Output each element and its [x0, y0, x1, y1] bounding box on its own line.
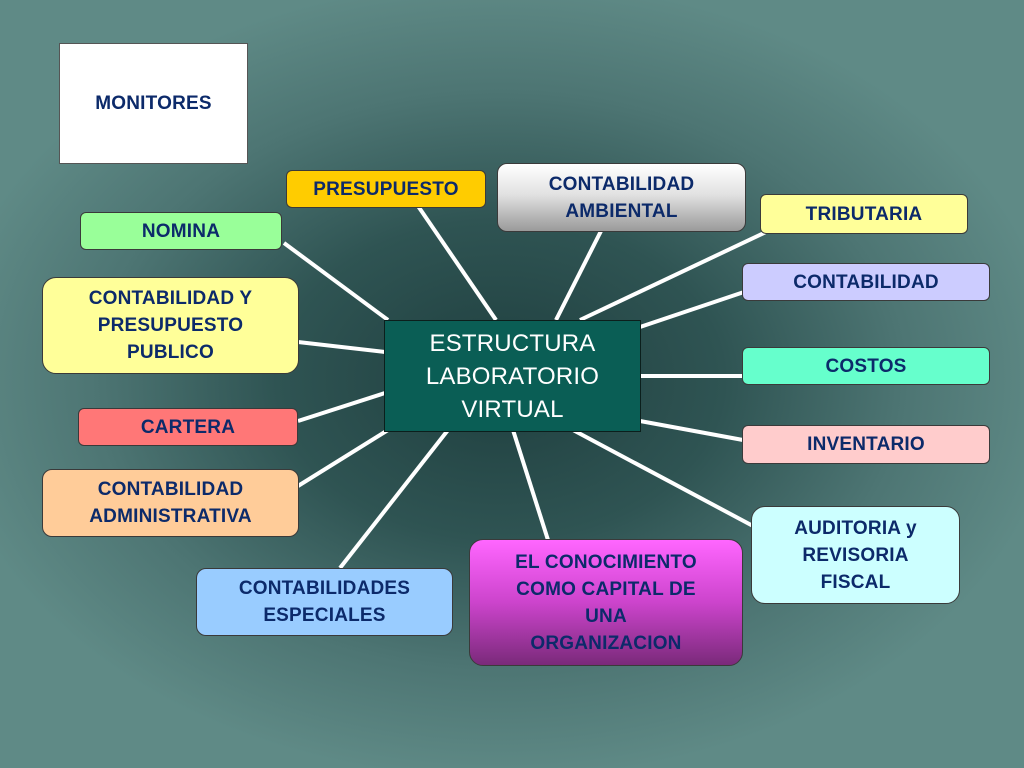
node-auditoria-y-revisoria-fiscal: AUDITORIA y REVISORIA FISCAL: [751, 506, 960, 604]
node-cartera: CARTERA: [78, 408, 298, 446]
link-nomina: [282, 241, 390, 322]
link-auditoria-y-revisoria-fiscal: [572, 428, 754, 528]
node-contabilidad-administrativa: CONTABILIDAD ADMINISTRATIVA: [42, 469, 299, 537]
node-contabilidad: CONTABILIDAD: [742, 263, 990, 301]
link-contabilidad: [639, 290, 745, 329]
node-contabilidad-y-presupuesto-publico: CONTABILIDAD Y PRESUPUESTO PUBLICO: [42, 277, 299, 374]
node-costos: COSTOS: [742, 347, 990, 385]
center-node: ESTRUCTURA LABORATORIO VIRTUAL: [384, 320, 641, 432]
link-presupuesto: [416, 204, 498, 322]
node-presupuesto: PRESUPUESTO: [286, 170, 486, 208]
link-tributaria: [579, 230, 767, 322]
node-contabilidad-ambiental: CONTABILIDAD AMBIENTAL: [497, 163, 746, 232]
node-inventario: INVENTARIO: [742, 425, 990, 464]
node-tributaria: TRIBUTARIA: [760, 194, 968, 234]
monitores-box: MONITORES: [59, 43, 248, 164]
link-contabilidad-administrativa: [296, 428, 390, 488]
node-nomina: NOMINA: [80, 212, 282, 250]
link-contabilidades-especiales: [338, 428, 450, 570]
link-inventario: [639, 419, 744, 442]
link-contabilidad-y-presupuesto-publico: [297, 340, 386, 354]
node-el-conocimiento: EL CONOCIMIENTO COMO CAPITAL DE UNA ORGA…: [469, 539, 743, 666]
link-cartera: [297, 391, 386, 423]
link-el-conocimiento: [511, 429, 550, 541]
node-contabilidades-especiales: CONTABILIDADES ESPECIALES: [196, 568, 453, 636]
link-contabilidad-ambiental: [554, 230, 603, 321]
